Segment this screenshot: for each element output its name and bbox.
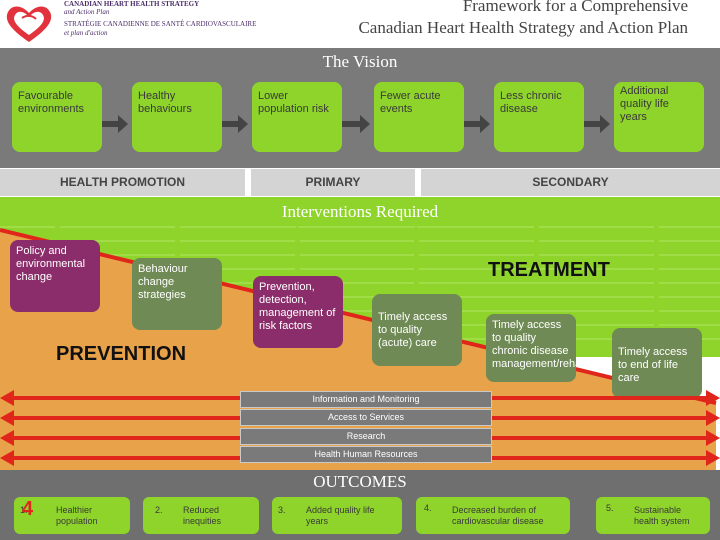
- intervention-end-of-life: Timely access to end of life care: [612, 328, 702, 398]
- category-primary: PRIMARY: [251, 169, 415, 196]
- bar-health-human-resources: Health Human Resources: [240, 446, 492, 463]
- logo-text-1: CANADIAN HEART HEALTH STRATEGY: [64, 0, 200, 8]
- up-arrow-head-5: [527, 214, 545, 224]
- vision-box-additional-quality-life-years: Additional quality life years: [614, 82, 704, 152]
- vision-arrow-2: [222, 121, 240, 127]
- vision-box-fewer-acute-events: Fewer acute events: [374, 82, 464, 152]
- vision-arrow-4: [464, 121, 482, 127]
- vision-band: [0, 48, 720, 168]
- page-title-line-1: Framework for a Comprehensive: [462, 0, 688, 15]
- up-arrow-3: [295, 234, 300, 276]
- up-arrow-2: [175, 222, 180, 260]
- outcome-4: 4. Decreased burden of cardiovascular di…: [416, 497, 570, 534]
- up-arrow-head-2: [168, 214, 186, 224]
- up-arrow-head-6: [647, 214, 665, 224]
- logo-text-2: and Action Plan: [64, 8, 110, 16]
- outcome-5: 5. Sustainable health system: [596, 497, 710, 534]
- treatment-label: TREATMENT: [488, 259, 610, 281]
- vision-arrow-head-2: [238, 115, 248, 133]
- outcome-2-number: 2.: [155, 505, 163, 515]
- prevention-label: PREVENTION: [56, 343, 187, 365]
- up-arrow-6: [654, 222, 659, 328]
- bar-information-monitoring: Information and Monitoring: [240, 391, 492, 408]
- outcome-3-text: Added quality life years: [306, 505, 375, 526]
- outcomes-title: OUTCOMES: [313, 472, 407, 491]
- bar-research: Research: [240, 428, 492, 445]
- category-health-promotion: HEALTH PROMOTION: [0, 169, 245, 196]
- outcome-5-text: Sustainable health system: [634, 505, 690, 526]
- page-title-line-2: Canadian Heart Health Strategy and Actio…: [358, 18, 688, 37]
- up-arrow-head-4: [407, 226, 425, 236]
- up-arrow-4: [414, 234, 419, 294]
- intervention-prevention-detection: Prevention, detection, management of ris…: [253, 276, 343, 348]
- vision-box-less-chronic-disease: Less chronic disease: [494, 82, 584, 152]
- bar-access-to-services: Access to Services: [240, 409, 492, 426]
- up-arrow-1: [55, 222, 60, 242]
- outcome-1-number: 1.: [20, 505, 28, 515]
- logo-text-3: STRATÉGIE CANADIENNE DE SANTÉ CARDIOVASC…: [64, 20, 257, 28]
- intervention-policy-environmental: Policy and environmental change: [10, 240, 100, 312]
- vision-arrow-head-5: [600, 115, 610, 133]
- outcome-2: 2. Reduced inequities: [143, 497, 259, 534]
- outcome-3: 3. Added quality life years: [272, 497, 402, 534]
- vision-title: The Vision: [322, 52, 398, 71]
- outcome-1: 1. Healthier population: [14, 497, 130, 534]
- outcome-4-number: 4.: [424, 503, 432, 513]
- heart-logo-icon: [6, 6, 52, 42]
- page-number: 4: [22, 498, 34, 520]
- vision-box-favourable-environments: Favourable environments: [12, 82, 102, 152]
- vision-arrow-head-3: [360, 115, 370, 133]
- outcome-4-text: Decreased burden of cardiovascular disea…: [452, 505, 544, 526]
- outcome-1-text: Healthier population: [56, 505, 98, 526]
- vision-arrow-head-4: [480, 115, 490, 133]
- intervention-chronic-disease: Timely access to quality chronic disease…: [486, 314, 587, 382]
- logo-text-4: et plan d'action: [64, 29, 108, 37]
- vision-arrow-5: [584, 121, 602, 127]
- vision-arrow-head-1: [118, 115, 128, 133]
- outcome-5-number: 5.: [606, 503, 614, 513]
- intervention-acute-care: Timely access to quality (acute) care: [372, 294, 462, 366]
- vision-box-lower-population-risk: Lower population risk: [252, 82, 342, 152]
- outcome-2-text: Reduced inequities: [183, 505, 222, 526]
- category-secondary: SECONDARY: [421, 169, 720, 196]
- interventions-title: Interventions Required: [281, 202, 439, 221]
- vision-arrow-1: [102, 121, 120, 127]
- intervention-behaviour-change: Behaviour change strategies: [132, 258, 222, 330]
- header: [0, 0, 720, 48]
- vision-arrow-3: [342, 121, 362, 127]
- up-arrow-head-3: [288, 226, 306, 236]
- up-arrow-5: [534, 222, 539, 264]
- outcome-3-number: 3.: [278, 505, 286, 515]
- vision-box-healthy-behaviours: Healthy behaviours: [132, 82, 222, 152]
- up-arrow-head-1: [48, 214, 66, 224]
